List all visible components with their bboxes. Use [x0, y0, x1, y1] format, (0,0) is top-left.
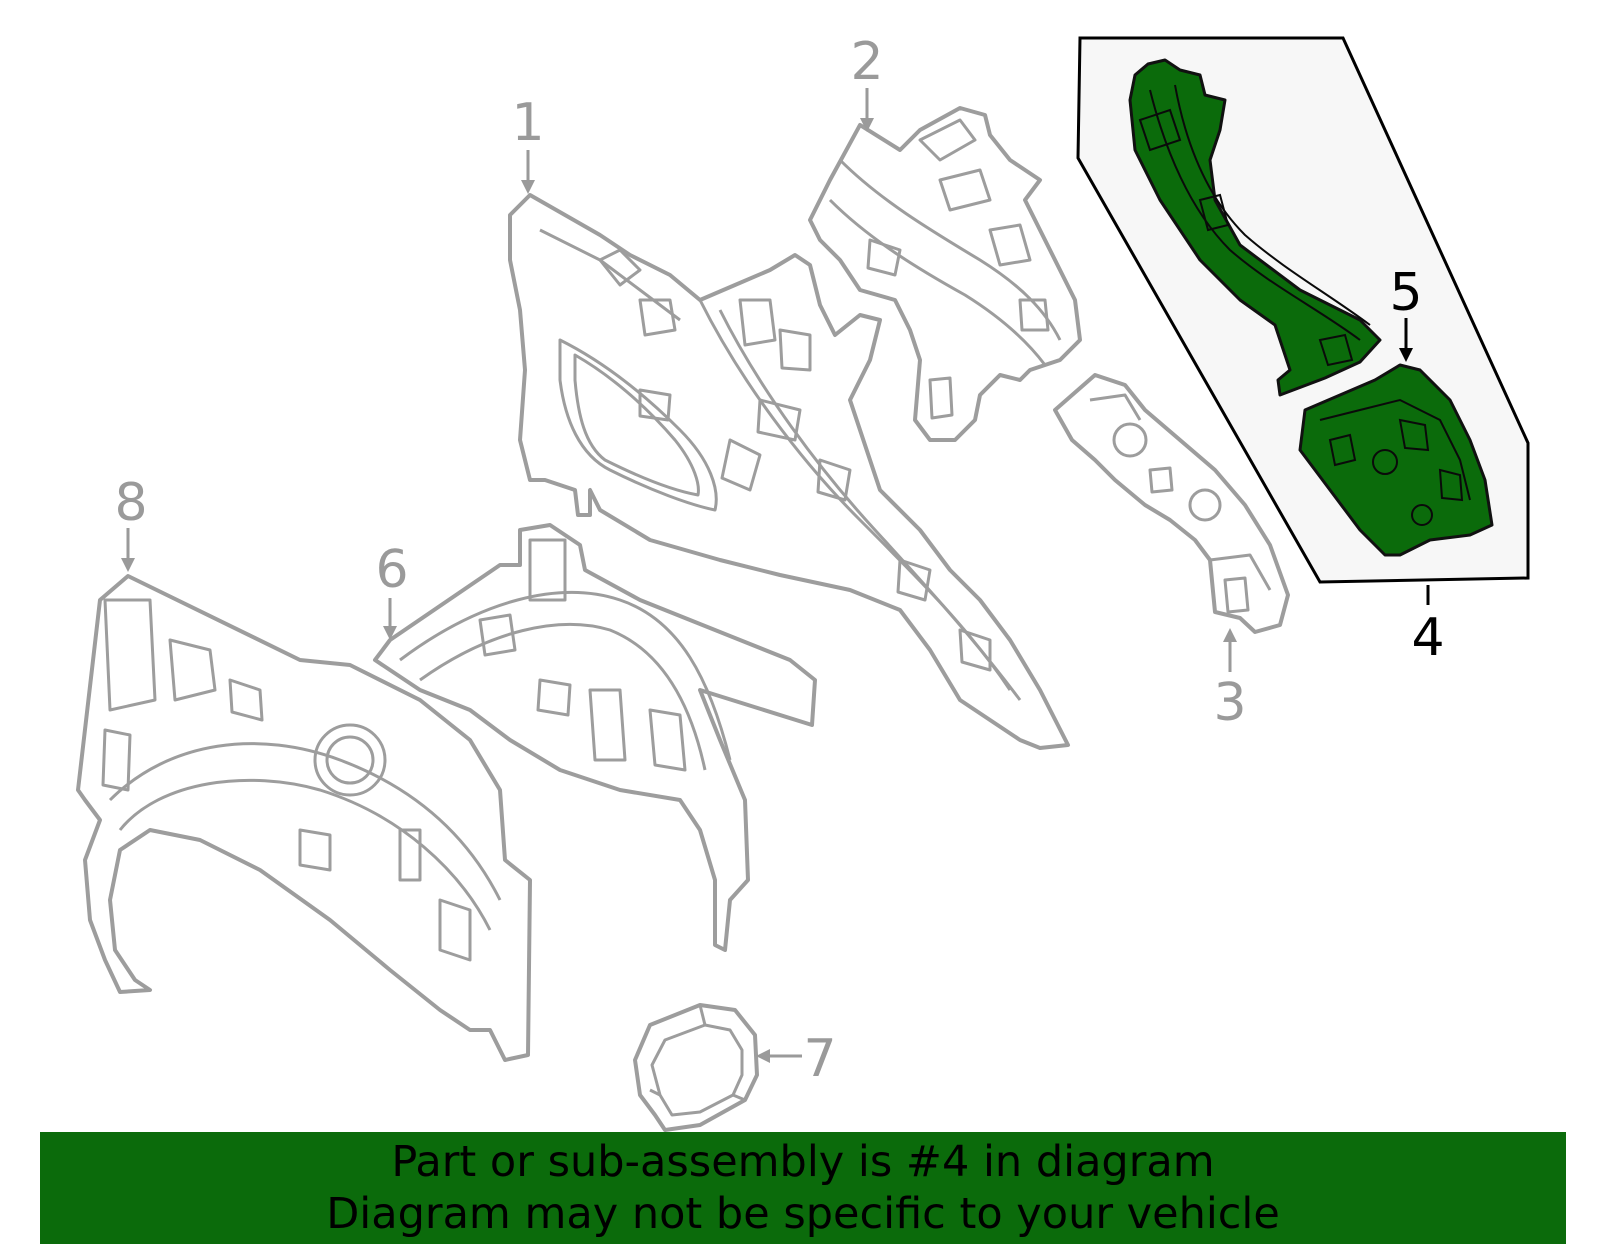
banner-line-disclaimer: Diagram may not be specific to your vehi…	[326, 1189, 1280, 1239]
part-3-rail-extension[interactable]	[1053, 373, 1290, 634]
part-2-upper-reinforcement[interactable]	[808, 106, 1082, 442]
callout-3: 3	[1213, 673, 1246, 733]
callout-7: 7	[803, 1029, 836, 1089]
callout-4: 4	[1411, 608, 1444, 668]
part-4-assembly-box[interactable]	[1076, 36, 1530, 584]
callout-5: 5	[1389, 263, 1422, 323]
callout-2: 2	[850, 32, 883, 92]
part-1-quarter-inner-panel[interactable]	[508, 193, 1070, 750]
callout-6: 6	[375, 540, 408, 600]
part-6-wheelhouse-inner[interactable]	[373, 523, 817, 952]
leader-lines	[121, 88, 1430, 1063]
callout-8: 8	[114, 473, 147, 533]
part-7-bracket[interactable]	[633, 1003, 759, 1132]
part-8-wheelhouse-outer[interactable]	[76, 574, 532, 1062]
banner-line-part: Part or sub-assembly is #4 in diagram	[391, 1137, 1215, 1187]
info-banner: Part or sub-assembly is #4 in diagram Di…	[40, 1132, 1566, 1244]
callout-1: 1	[511, 93, 544, 153]
